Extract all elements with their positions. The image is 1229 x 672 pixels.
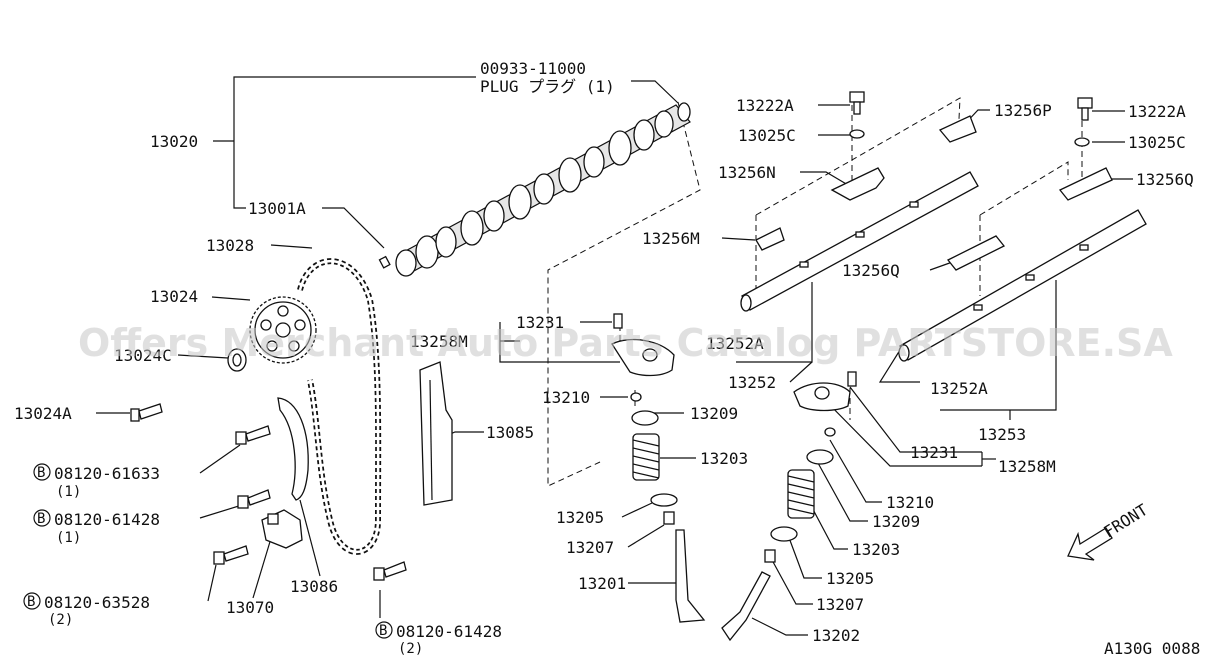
label-13025C-right: 13025C [1128,133,1186,152]
rocker-arm-right [793,371,857,412]
top-bolts [849,91,1093,147]
bolt-marker: B [37,511,45,527]
sprocket-bolt [130,403,163,422]
label-13024: 13024 [150,287,198,306]
label-13207-right: 13207 [816,595,864,614]
valve-left [630,392,706,623]
label-13024A: 13024A [14,404,72,423]
rocker-arm-left [611,313,675,377]
rocker-shaft-13253 [898,209,1147,362]
label-13024C: 13024C [114,346,172,365]
label-13252A-right: 13252A [930,379,988,398]
chain-tensioner-13070 [261,509,303,549]
cam-sprocket [249,296,317,364]
timing-chain [297,258,382,555]
valve-right [721,427,836,642]
label-13085: 13085 [486,423,534,442]
label-13207-left: 13207 [566,538,614,557]
label-13205-right: 13205 [826,569,874,588]
label-13209-left: 13209 [690,404,738,423]
bolt-4-number: 08120-61428 [396,622,502,641]
part-labels: 00933-11000 PLUG プラグ (1) 13020 13001A 13… [14,59,1200,658]
label-13001A: 13001A [248,199,306,218]
sprocket-washer [227,348,247,372]
label-13020: 13020 [150,132,198,151]
bolt-3-qty: (2) [48,612,73,628]
bolt-4-qty: (2) [398,641,423,657]
bolt-marker: B [37,465,45,481]
bolt-marker: B [379,623,387,639]
small-bolts [213,425,407,581]
label-13025C-left: 13025C [738,126,796,145]
label-13256P: 13256P [994,101,1052,120]
bolt-3-number: 08120-63528 [44,593,150,612]
bolt-1-qty: (1) [56,484,81,500]
bolt-label-2: B 08120-61428 (1) [33,509,160,546]
label-13253: 13253 [978,425,1026,444]
label-13205-left: 13205 [556,508,604,527]
label-13252: 13252 [728,373,776,392]
label-13231-left: 13231 [516,313,564,332]
chain-guide-13085 [419,361,453,506]
label-13209-right: 13209 [872,512,920,531]
label-13203-right: 13203 [852,540,900,559]
label-13258M-right: 13258M [998,457,1056,476]
bolt-2-number: 08120-61428 [54,510,160,529]
label-13256N: 13256N [718,163,776,182]
watermark: Offers Merchant Auto Parts Catalog PARTS… [78,321,1173,365]
bolt-label-1: B 08120-61633 (1) [33,463,160,500]
front-arrow-icon [1067,527,1113,561]
label-13258M-left: 13258M [410,332,468,351]
label-13231-right: 13231 [910,443,958,462]
shaft-brackets [755,115,1113,271]
plug-part-number: 00933-11000 [480,59,586,78]
label-13222A-left: 13222A [736,96,794,115]
front-label: FRONT [1100,500,1151,542]
camshaft [378,102,691,277]
diagram-code: A130G 0088 [1104,639,1200,658]
label-13256M: 13256M [642,229,700,248]
plug-description: PLUG プラグ (1) [480,77,615,96]
label-13252A-left: 13252A [706,334,764,353]
bolt-1-number: 08120-61633 [54,464,160,483]
label-13210-right: 13210 [886,493,934,512]
bolt-marker: B [27,594,35,610]
bolt-2-qty: (1) [56,530,81,546]
label-13202: 13202 [812,626,860,645]
label-13203-left: 13203 [700,449,748,468]
bolt-label-3: B 08120-63528 (2) [23,592,150,628]
label-13222A-right: 13222A [1128,102,1186,121]
label-13256Q-left: 13256Q [842,261,900,280]
label-13201: 13201 [578,574,626,593]
label-13028: 13028 [206,236,254,255]
label-13256Q-right: 13256Q [1136,170,1194,189]
bolt-label-4: B 08120-61428 (2) [375,621,502,657]
chain-guide-13086 [277,397,309,501]
label-13070: 13070 [226,598,274,617]
label-13210-left: 13210 [542,388,590,407]
rocker-shaft-13252 [740,171,979,312]
label-13086: 13086 [290,577,338,596]
